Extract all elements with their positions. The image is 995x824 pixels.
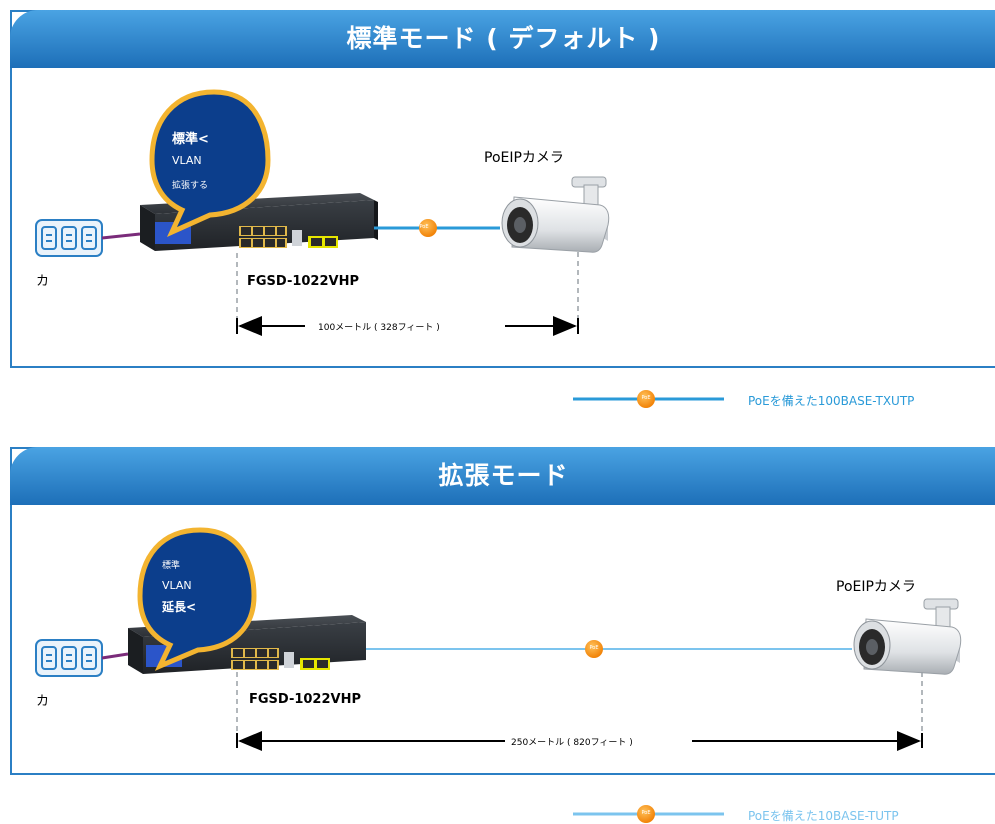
bubble2-line3: 延長< xyxy=(162,600,197,614)
camera-label: PoEIPカメラ xyxy=(484,150,564,166)
power-cable xyxy=(101,232,141,240)
bubble2-line2: VLAN xyxy=(162,579,192,592)
standard-mode-title: 標準モード ( デフォルト ) xyxy=(10,10,995,68)
ip-camera-icon xyxy=(501,176,610,253)
vlan-bubble-2 xyxy=(137,527,257,671)
power-label: カ xyxy=(36,274,50,289)
poe-badge-extend xyxy=(585,640,603,658)
bubble1-line2: VLAN xyxy=(172,154,202,167)
switch-model-label: FGSD-1022VHP xyxy=(249,692,361,707)
camera-label: PoEIPカメラ xyxy=(836,579,916,595)
vlan-bubble-1 xyxy=(149,89,271,237)
poe-badge-label: PoE xyxy=(589,645,599,651)
extend-mode-panel: 拡張モード xyxy=(10,447,995,775)
power-label: カ xyxy=(36,694,50,709)
switch-model-label: FGSD-1022VHP xyxy=(247,274,359,289)
legend-label-standard: PoEを備えた100BASE-TXUTP xyxy=(748,394,915,408)
bubble1-line3: 拡張する xyxy=(172,181,209,191)
extend-mode-title: 拡張モード xyxy=(10,447,995,505)
bubble1-line1: 標準< xyxy=(172,132,209,147)
ip-camera-icon xyxy=(853,598,962,675)
legend-badge-standard xyxy=(637,390,655,408)
legend-badge-extend xyxy=(637,805,655,823)
power-outlet-icon xyxy=(35,639,103,677)
legend-label-extend: PoEを備えた10BASE-TUTP xyxy=(748,809,899,823)
distance-label-extend: 250メートル ( 820フィート ) xyxy=(511,738,633,748)
bubble2-line1: 標準 xyxy=(162,561,181,571)
legend-badge-label: PoE xyxy=(641,810,651,816)
power-outlet-icon xyxy=(35,219,103,257)
distance-label-standard: 100メートル ( 328フィート ) xyxy=(318,323,440,333)
poe-badge-standard xyxy=(419,219,437,237)
poe-badge-label: PoE xyxy=(419,224,429,230)
legend-badge-label: PoE xyxy=(641,395,651,401)
power-cable xyxy=(101,652,129,660)
